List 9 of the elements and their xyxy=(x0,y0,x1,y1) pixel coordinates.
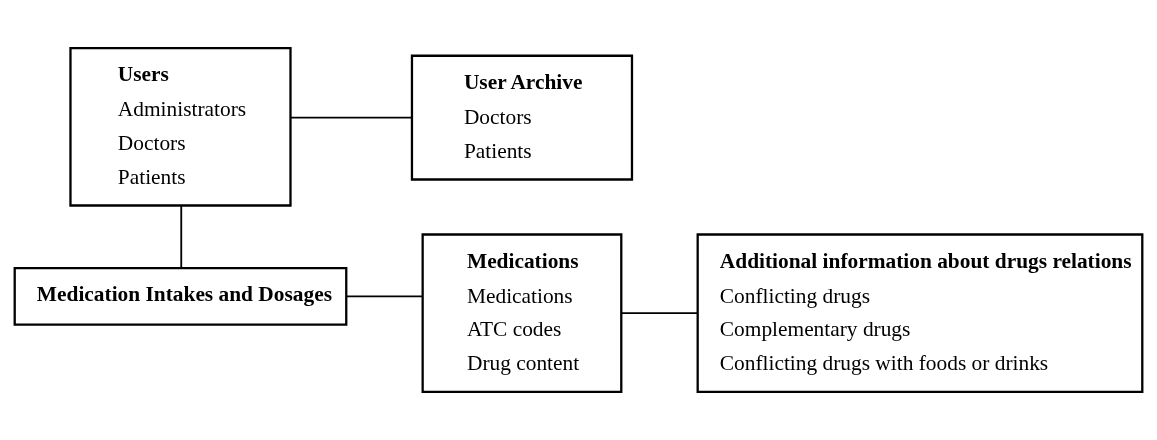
node-box: Medications Medications ATC codes Drug content xyxy=(421,233,623,394)
node-box: Users Administrators Doctors Patients xyxy=(69,46,292,207)
connector xyxy=(289,116,413,119)
node-box: Additional information about drugs relations Conflicting drugs Complementary drugs Conflicting drugs with foods or drinks xyxy=(696,233,1144,394)
node-box: User Archive Doctors Patients xyxy=(410,54,634,181)
connector xyxy=(180,204,183,269)
node-box: Medication Intakes and Dosages xyxy=(13,267,348,326)
connector xyxy=(345,295,424,298)
connector xyxy=(620,312,699,315)
